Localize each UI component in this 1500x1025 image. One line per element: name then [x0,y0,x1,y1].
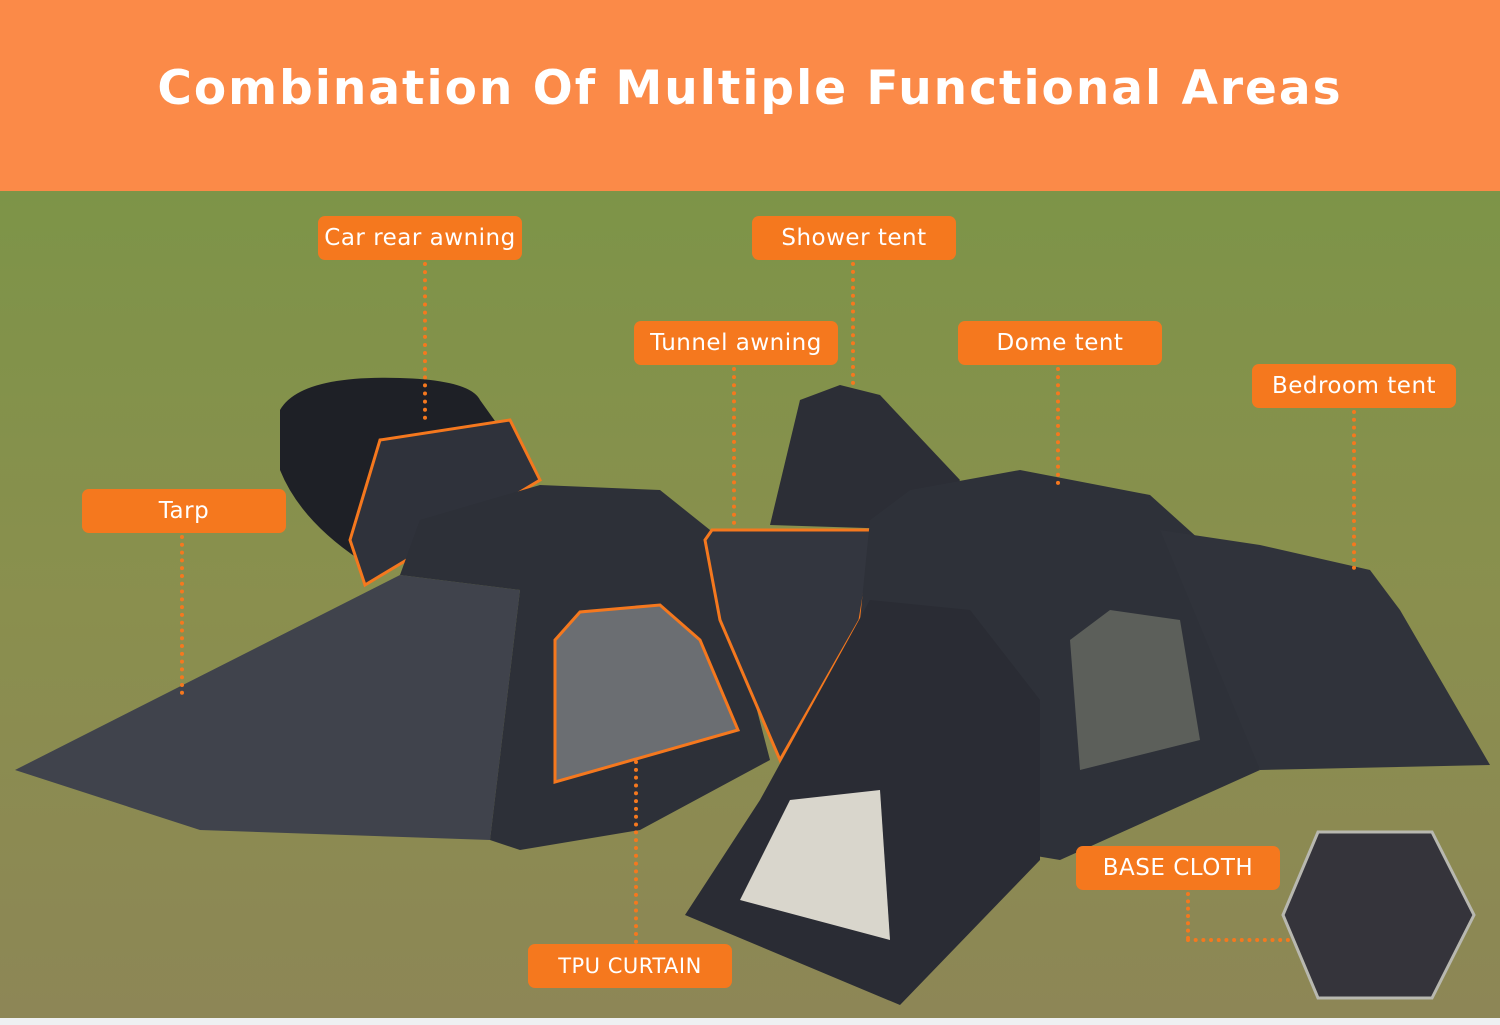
page-title: Combination Of Multiple Functional Areas [157,61,1343,116]
base-cloth-hexagon [1281,830,1476,1000]
label-tunnel-awning: Tunnel awning [634,321,838,365]
tpu-curtain-pointer [634,760,638,944]
car-rear-awning-pointer [423,262,427,420]
right-window [1070,610,1200,770]
dome-tent-pointer [1056,367,1060,485]
tpu-curtain-window [553,603,741,784]
bedroom-tent [1160,530,1490,770]
label-tpu-curtain: TPU CURTAIN [528,944,732,988]
front-tent-door [740,790,890,940]
tunnel-awning-pointer [732,367,736,525]
tent-photo [0,191,1500,1025]
label-dome-tent: Dome tent [958,321,1162,365]
header-banner: Combination Of Multiple Functional Areas [0,0,1500,191]
bottom-strip [0,1018,1500,1025]
car-rear-awning [348,418,542,588]
label-tarp: Tarp [82,489,286,533]
label-base-cloth: BASE CLOTH [1076,846,1280,890]
label-shower-tent: Shower tent [752,216,956,260]
tarp-pointer [180,535,184,695]
bedroom-tent-pointer [1352,410,1356,570]
label-bedroom-tent: Bedroom tent [1252,364,1456,408]
tarp [15,575,520,840]
label-car-rear-awning: Car rear awning [318,216,522,260]
base-cloth-pointer [1186,892,1190,940]
shower-tent-pointer [851,262,855,385]
base-cloth-pointer-horizontal [1186,938,1290,942]
